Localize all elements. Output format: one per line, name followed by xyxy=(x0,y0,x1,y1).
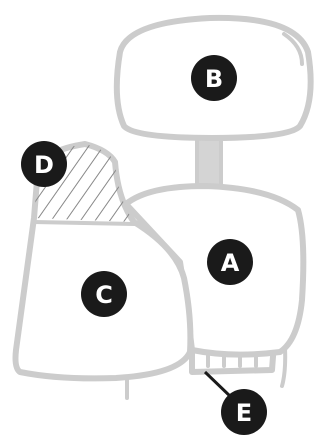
leader-line-e xyxy=(203,370,234,400)
marker-e: E xyxy=(221,389,267,435)
marker-b-circle xyxy=(191,55,237,101)
marker-d-circle xyxy=(21,141,67,187)
marker-a-label: A xyxy=(221,249,240,277)
marker-a-circle xyxy=(207,239,253,285)
seat-mechanism-grooves xyxy=(206,348,258,368)
marker-c-circle xyxy=(81,271,127,317)
marker-e-circle xyxy=(221,389,267,435)
chair-leg-right xyxy=(280,346,288,388)
marker-b: B xyxy=(191,55,237,101)
marker-c-label: C xyxy=(95,281,113,309)
hatched-region-divider xyxy=(32,220,138,226)
headrest-inner-curve xyxy=(282,32,304,66)
marker-c: C xyxy=(81,271,127,317)
marker-e-label: E xyxy=(236,399,252,427)
marker-a: A xyxy=(207,239,253,285)
marker-d-label: D xyxy=(34,151,54,179)
marker-b-label: B xyxy=(205,65,223,93)
headrest-post xyxy=(195,130,223,194)
marker-d: D xyxy=(21,141,67,187)
